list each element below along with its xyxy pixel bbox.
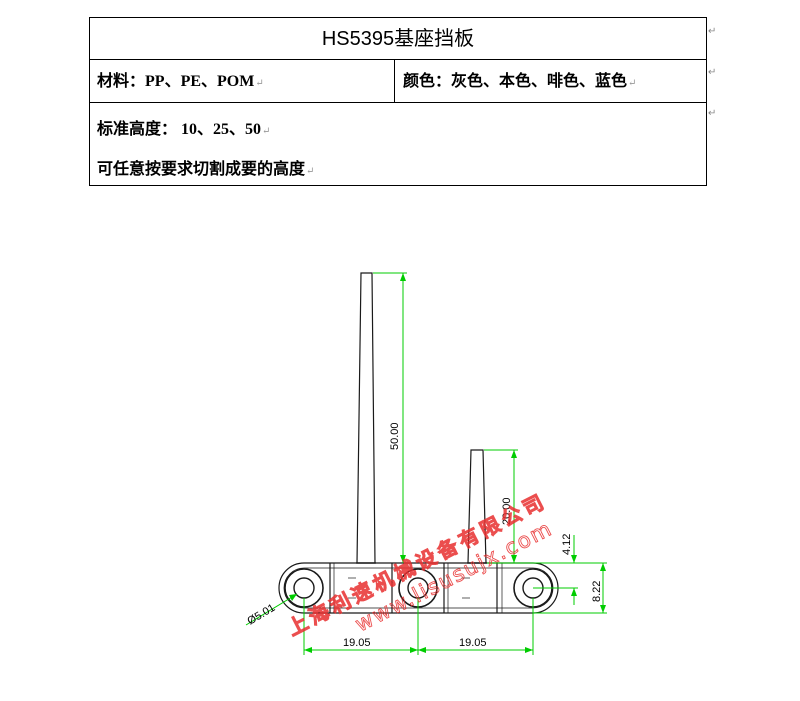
paragraph-mark: ↵ xyxy=(306,166,315,177)
color-label: 颜色： xyxy=(403,73,452,90)
dim-hole-diameter: Ø5.01 xyxy=(245,602,277,628)
standard-height-line: 标准高度： 10、25、50↵ xyxy=(97,115,270,139)
height-row: 标准高度： 10、25、50↵ 可任意按要求切割成要的高度↵ xyxy=(90,103,706,185)
material-cell: 材料：PP、PE、POM↵ xyxy=(90,60,395,102)
material-color-row: 材料：PP、PE、POM↵ 颜色：灰色、本色、啡色、蓝色↵ xyxy=(90,60,706,103)
height-value: 10、25、50 xyxy=(181,121,262,138)
dim-tall-post: 50.00 xyxy=(389,422,401,450)
dim-offset: 4.12 xyxy=(561,534,573,555)
cell-end-mark: ↵ xyxy=(708,26,717,37)
product-title: HS5395基座挡板 xyxy=(321,28,475,50)
cutting-note-line: 可任意按要求切割成要的高度↵ xyxy=(97,155,314,179)
cell-end-mark: ↵ xyxy=(708,67,717,78)
color-value: 灰色、本色、啡色、蓝色 xyxy=(451,73,628,90)
material-value: PP、PE、POM xyxy=(145,73,255,90)
dimension-labels: 50.00 20.00 4.12 8.22 Ø5.01 19.05 19.05 xyxy=(245,422,603,649)
dim-base-height: 8.22 xyxy=(591,581,603,602)
cell-end-mark: ↵ xyxy=(708,108,717,119)
dim-pitch-right: 19.05 xyxy=(459,637,487,649)
dimension-lines xyxy=(245,272,607,655)
cutting-note: 可任意按要求切割成要的高度 xyxy=(97,161,306,178)
table-title-row: HS5395基座挡板 xyxy=(90,18,706,60)
material-label: 材料： xyxy=(97,73,146,90)
paragraph-mark: ↵ xyxy=(255,78,264,89)
paragraph-mark: ↵ xyxy=(628,78,637,89)
part-outline xyxy=(278,272,559,614)
color-cell: 颜色：灰色、本色、啡色、蓝色↵ xyxy=(395,60,706,102)
watermark: 上海利速机械设备有限公司 www.lisusujx.com xyxy=(283,488,557,641)
dim-pitch-left: 19.05 xyxy=(343,637,371,649)
height-label: 标准高度： xyxy=(97,121,178,138)
paragraph-mark: ↵ xyxy=(262,126,271,137)
dim-short-post: 20.00 xyxy=(501,497,513,525)
hole-left xyxy=(293,577,315,599)
watermark-company: 上海利速机械设备有限公司 xyxy=(283,488,551,640)
tall-post xyxy=(356,272,376,564)
spec-table: HS5395基座挡板 材料：PP、PE、POM↵ 颜色：灰色、本色、啡色、蓝色↵… xyxy=(89,17,707,186)
